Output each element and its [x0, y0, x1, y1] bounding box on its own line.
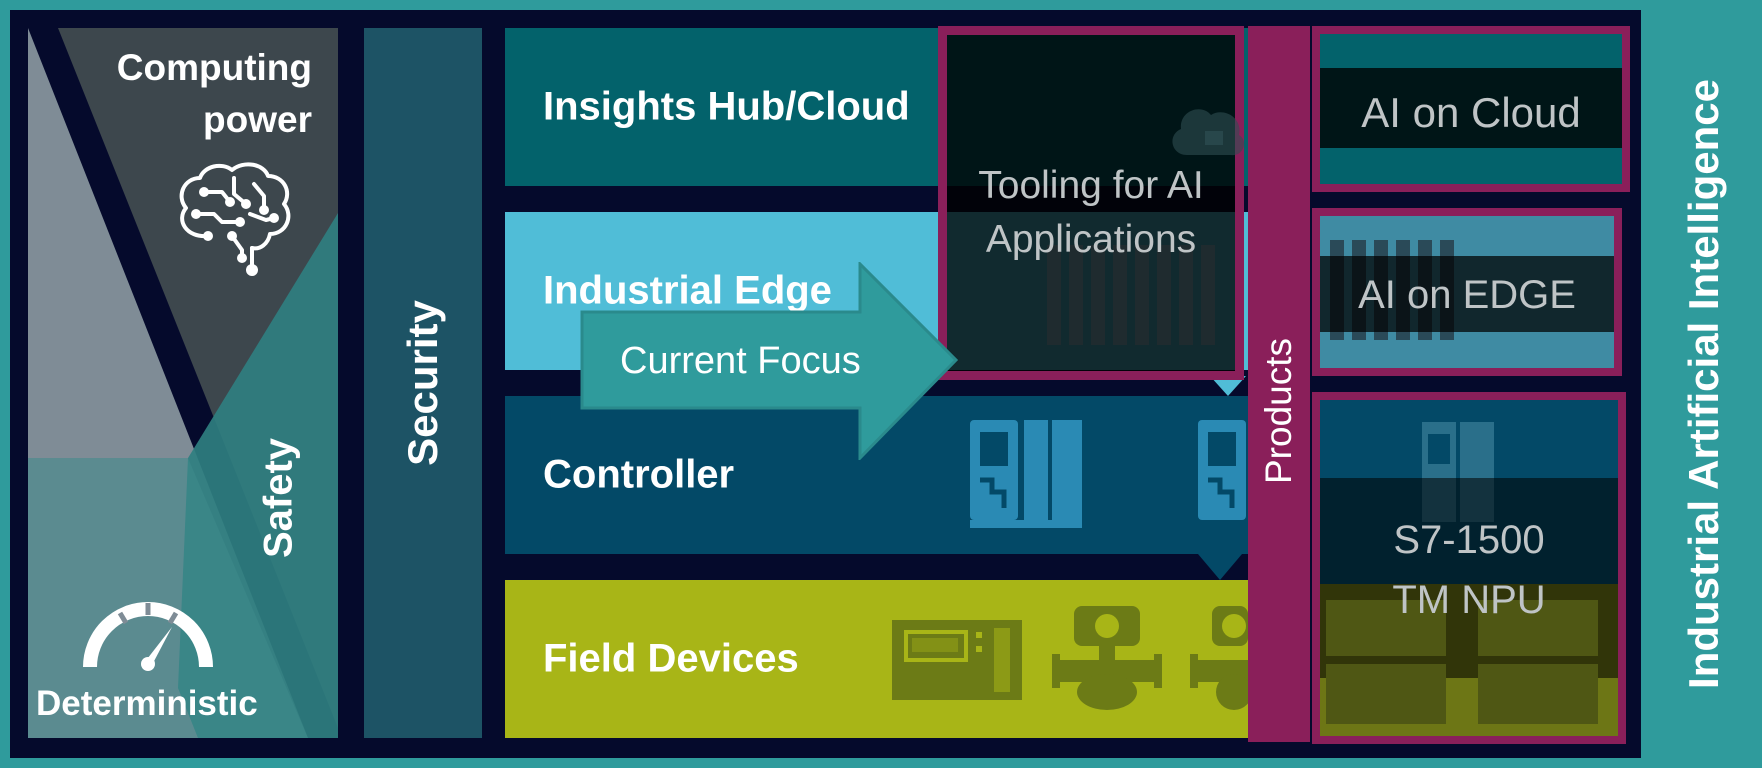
edge-device-icon [1047, 245, 1215, 345]
layer-controller-label: Controller [543, 452, 735, 497]
ai-on-cloud-box: AI on Cloud [1312, 26, 1630, 192]
tooling-line-2: Applications [985, 218, 1197, 261]
safety-label: Safety [256, 437, 301, 559]
products-bar: Products [1248, 26, 1310, 742]
tm-npu-line-1: S7-1500 [1393, 518, 1545, 562]
ai-on-edge-band [1320, 256, 1614, 332]
ai-on-edge-label: AI on EDGE [1358, 273, 1576, 317]
current-focus-label: Current Focus [620, 340, 861, 382]
ai-on-edge-box: AI on EDGE [1312, 208, 1622, 376]
flowmeter-icon [1052, 606, 1162, 710]
field-panel-device-icon [892, 620, 1022, 700]
capability-triangles [28, 28, 338, 738]
layer-cloud-label: Insights Hub/Cloud [543, 84, 910, 129]
layer-field: Field Devices [505, 580, 1248, 738]
security-column: Security [364, 28, 482, 738]
side-title: Industrial Artificial Intelligence [1680, 79, 1727, 689]
tm-npu-line-2: TM NPU [1392, 578, 1546, 622]
computing-power-line-2: power [203, 99, 312, 140]
current-focus-arrow [580, 262, 959, 460]
speedometer-gauge-icon [83, 602, 213, 671]
npu-module-rack-icon [1326, 600, 1598, 724]
layer-field-label: Field Devices [543, 636, 799, 681]
layer-edge-label: Industrial Edge [543, 268, 832, 313]
deterministic-label: Deterministic [36, 684, 258, 723]
ai-on-cloud-label: AI on Cloud [1361, 89, 1581, 136]
security-label: Security [399, 300, 446, 466]
brain-circuit-icon [179, 162, 291, 276]
capability-panel: Computing power Safety Determinis [28, 28, 338, 738]
computing-power-label: Computing power [117, 42, 312, 146]
plc-controller-icon-2 [1198, 420, 1246, 520]
plc-controller-icon [970, 420, 1082, 528]
tooling-label: Tooling for AI Applications [947, 159, 1235, 267]
computing-power-line-1: Computing [116, 47, 312, 88]
edge-connector-arrow [1210, 376, 1246, 396]
tooling-line-1: Tooling for AI [978, 164, 1204, 207]
tm-npu-box: S7-1500 TM NPU [1312, 392, 1626, 744]
products-label: Products [1258, 337, 1299, 485]
ai-on-cloud-band [1320, 68, 1622, 148]
flowmeter-icon-2 [1190, 606, 1248, 710]
tooling-box: Tooling for AI Applications [938, 26, 1245, 380]
tm-npu-label: S7-1500 TM NPU [1320, 510, 1618, 630]
controller-connector-arrow [1198, 554, 1242, 580]
cloud-icon [1172, 109, 1245, 156]
